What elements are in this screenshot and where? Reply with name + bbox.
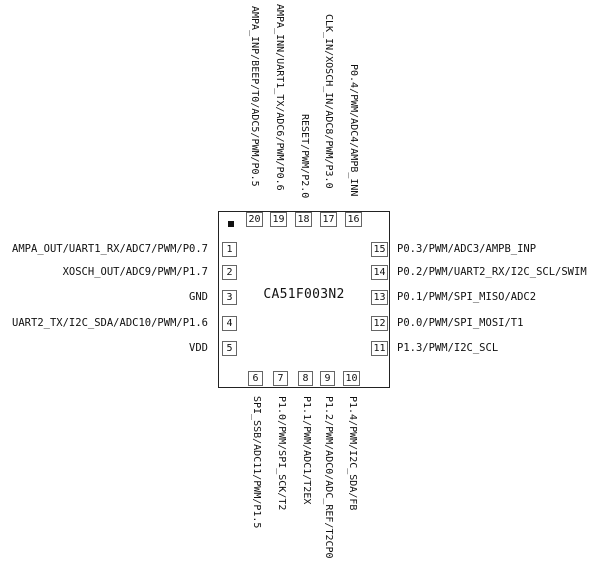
pin-number-8: 8 [298, 371, 313, 386]
pin-label-1: AMPA_OUT/UART1_RX/ADC7/PWM/P0.7 [12, 243, 208, 255]
pin-number-16: 16 [345, 212, 362, 227]
pin-number-14: 14 [371, 265, 388, 280]
pin-label-9: P1.2/PWM/ADC0/ADC_REF/T2CP0 [323, 396, 334, 559]
pin-number-2: 2 [222, 265, 237, 280]
pin-label-12: P0.0/PWM/SPI_MOSI/T1 [397, 317, 524, 329]
pin-label-19: AMPA_INN/UART1_TX/ADC6/PWM/P0.6 [274, 4, 285, 191]
pin-number-10: 10 [343, 371, 360, 386]
pin-number-5: 5 [222, 341, 237, 356]
pin-number-18: 18 [295, 212, 312, 227]
pin-label-2: XOSCH_OUT/ADC9/PWM/P1.7 [62, 266, 208, 278]
pin-label-20: AMPA_INP/BEEP/T0/ADC5/PWM/P0.5 [249, 6, 260, 187]
pin-label-18: RESET/PWM/P2.0 [299, 114, 310, 199]
chip-package-outline [218, 211, 390, 388]
chip-name: CA51F003N2 [263, 287, 345, 302]
pin-label-7: P1.0/PWM/SPI_SCK/T2 [276, 396, 287, 511]
pin-number-12: 12 [371, 316, 388, 331]
pin-number-17: 17 [320, 212, 337, 227]
pin-number-13: 13 [371, 290, 388, 305]
pin-number-1: 1 [222, 242, 237, 257]
pin-number-20: 20 [246, 212, 263, 227]
pin-number-15: 15 [371, 242, 388, 257]
pin1-indicator-icon [228, 221, 234, 227]
pin-number-4: 4 [222, 316, 237, 331]
pin-label-16: P0.4/PWM/ADC4/AMPB_INN [348, 64, 359, 197]
pin-number-6: 6 [248, 371, 263, 386]
pin-label-6: SPI_SSB/ADC11/PWM/P1.5 [251, 396, 262, 529]
pin-label-4: UART2_TX/I2C_SDA/ADC10/PWM/P1.6 [12, 317, 208, 329]
pin-label-11: P1.3/PWM/I2C_SCL [397, 342, 499, 354]
pin-label-14: P0.2/PWM/UART2_RX/I2C_SCL/SWIM [397, 266, 587, 278]
pin-label-13: P0.1/PWM/SPI_MISO/ADC2 [397, 291, 537, 303]
pin-number-11: 11 [371, 341, 388, 356]
pin-number-19: 19 [270, 212, 287, 227]
pin-label-10: P1.4/PWM/I2C_SDA/FB [347, 396, 358, 511]
pin-label-5: VDD [189, 342, 208, 354]
pin-number-3: 3 [222, 290, 237, 305]
pin-number-9: 9 [320, 371, 335, 386]
pin-number-7: 7 [273, 371, 288, 386]
pin-label-15: P0.3/PWM/ADC3/AMPB_INP [397, 243, 537, 255]
pin-label-8: P1.1/PWM/ADC1/T2EX [301, 396, 312, 505]
pin-label-3: GND [189, 291, 208, 303]
pin-label-17: CLK_IN/XOSCH_IN/ADC8/PWM/P3.0 [323, 14, 334, 189]
